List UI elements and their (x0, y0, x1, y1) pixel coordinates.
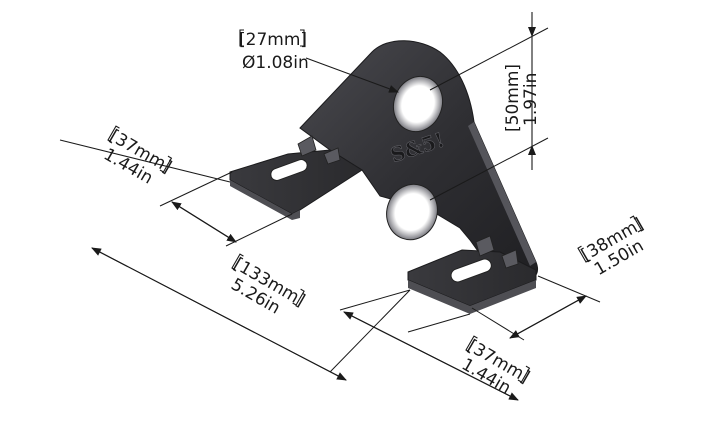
left-ext-a (159, 171, 233, 207)
left-gusset-a (297, 135, 317, 157)
right-ext-b (407, 313, 471, 333)
left-tab-edge (230, 180, 300, 220)
bracket-part: S&5! (229, 40, 539, 314)
overall-ext-right (329, 289, 411, 373)
spacing-dim-in: 1.97in (521, 73, 541, 126)
hole-dim-in: Ø1.08in (242, 53, 309, 73)
left-ext-b (225, 213, 293, 247)
right-tab-dimension: [37mm] 1.44in (339, 289, 533, 401)
right-tab-edge (408, 280, 536, 314)
left-tab (229, 149, 363, 215)
spacing-dim-mm: [50mm] (503, 64, 523, 132)
hole-dim-mm: [27mm] (239, 30, 307, 50)
hole-spacing-dimension: [50mm] 1.97in (429, 12, 549, 201)
plate-edge (468, 122, 536, 266)
hole-leader (305, 57, 399, 93)
right-gusset-a (475, 235, 495, 257)
depth-ext-a (537, 275, 601, 303)
overall-ext-left (59, 139, 231, 183)
right-gusset-b (501, 249, 519, 269)
left-gusset-b (323, 147, 341, 165)
right-slot (450, 258, 492, 283)
hole-dimension: [27mm] Ø1.08in (239, 29, 399, 93)
ext-upper (429, 27, 549, 91)
lower-hole (386, 183, 438, 241)
right-ext-a (339, 289, 411, 311)
left-slot (270, 159, 308, 181)
